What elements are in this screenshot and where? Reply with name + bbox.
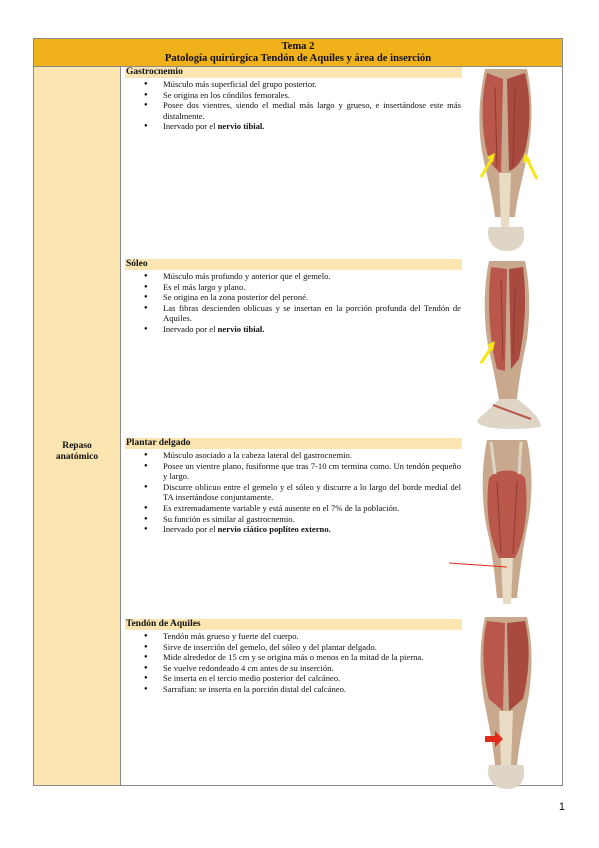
table-header: Tema 2 Patología quirúrgica Tendón de Aq… <box>33 38 563 67</box>
list-item: Mide alrededor de 15 cm y se origina más… <box>144 652 461 663</box>
side-label: Repaso anatómico <box>34 441 120 463</box>
side-label-line2: anatómico <box>55 452 99 462</box>
list-item: Inervado por el nervio tibial. <box>144 324 461 335</box>
topic-table: Tema 2 Patología quirúrgica Tendón de Aq… <box>33 38 563 789</box>
gastrocnemius-illustration <box>471 67 543 255</box>
side-label-cell: Repaso anatómico <box>33 66 121 786</box>
list-item: Sarrafian: se inserta en la porción dist… <box>144 684 461 695</box>
page-number: 1 <box>558 801 565 813</box>
list-item: Músculo asociado a la cabeza lateral del… <box>144 450 461 461</box>
section-title: Sóleo <box>125 259 462 270</box>
list-item: Las fibras descienden oblicuas y se inse… <box>144 303 461 324</box>
section-gastrocnemio: Gastrocnemio Músculo más superficial del… <box>125 67 555 132</box>
list-item: Discurre oblicuo entre el gemelo y el só… <box>144 482 461 503</box>
pointer-line <box>449 562 508 568</box>
list-item: Es el más largo y plano. <box>144 282 461 293</box>
section-soleo: Sóleo Músculo más profundo y anterior qu… <box>125 259 555 335</box>
list-item: Posee un vientre plano, fusiforme que tr… <box>144 461 461 482</box>
achilles-illustration <box>471 615 543 791</box>
section-tendon-aquiles: Tendón de Aquiles Tendón más grueso y fu… <box>125 619 555 695</box>
section-title: Plantar delgado <box>125 438 462 449</box>
bullet-list: Músculo más superficial del grupo poster… <box>125 79 555 132</box>
list-item: Inervado por el nervio tibial. <box>144 121 461 132</box>
soleus-illustration <box>471 259 543 437</box>
list-item: Posee dos vientres, siendo el medial más… <box>144 100 461 121</box>
list-item: Es extremadamente variable y está ausent… <box>144 503 461 514</box>
section-title: Tendón de Aquiles <box>125 619 462 630</box>
list-item: Se origina en los cóndilos femorales. <box>144 90 461 101</box>
list-item: Músculo más profundo y anterior que el g… <box>144 271 461 282</box>
list-item: Se vuelve redondeado 4 cm antes de su in… <box>144 663 461 674</box>
list-item: Inervado por el nervio ciático poplíteo … <box>144 524 461 535</box>
list-item: Músculo más superficial del grupo poster… <box>144 79 461 90</box>
side-label-line1: Repaso <box>62 441 92 451</box>
list-item: Su función es similar al gastrocnemio. <box>144 514 461 525</box>
list-item: Sirve de inserción del gemelo, del sóleo… <box>144 642 461 653</box>
list-item: Se origina en la zona posterior del pero… <box>144 292 461 303</box>
topic-title: Patología quirúrgica Tendón de Aquiles y… <box>164 53 432 64</box>
section-title: Gastrocnemio <box>125 67 462 78</box>
bullet-list: Músculo asociado a la cabeza lateral del… <box>125 450 555 535</box>
bullet-list: Músculo más profundo y anterior que el g… <box>125 271 555 335</box>
bullet-list: Tendón más grueso y fuerte del cuerpo. S… <box>125 631 555 695</box>
topic-number: Tema 2 <box>281 41 315 52</box>
section-plantar-delgado: Plantar delgado Músculo asociado a la ca… <box>125 438 555 535</box>
plantaris-illustration <box>471 438 543 616</box>
content-cell: Gastrocnemio Músculo más superficial del… <box>120 66 563 789</box>
list-item: Se inserta en el tercio medio posterior … <box>144 673 461 684</box>
list-item: Tendón más grueso y fuerte del cuerpo. <box>144 631 461 642</box>
